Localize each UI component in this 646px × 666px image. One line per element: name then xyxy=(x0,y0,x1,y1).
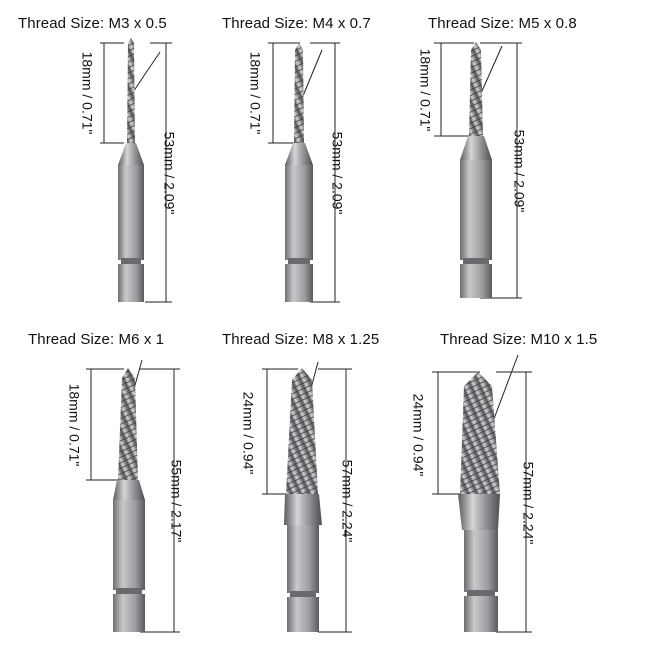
drill-bit-m10 xyxy=(432,354,532,633)
total-length-label: 53mm / 2.09" xyxy=(329,131,346,215)
thread-size-title: Thread Size: M5 x 0.8 xyxy=(428,15,577,32)
flute-length-label: 18mm / 0.71" xyxy=(417,48,434,132)
thread-size-title: Thread Size: M4 x 0.7 xyxy=(222,15,371,32)
thread-size-title: Thread Size: M3 x 0.5 xyxy=(18,15,167,32)
total-length-label: 53mm / 2.09" xyxy=(511,129,528,213)
total-length-label: 55mm / 2.17" xyxy=(168,459,185,543)
flute-length-label: 18mm / 0.71" xyxy=(79,51,96,135)
drill-bit-m6 xyxy=(86,359,180,633)
flute-length-label: 18mm / 0.71" xyxy=(66,383,83,467)
thread-size-title: Thread Size: M8 x 1.25 xyxy=(222,331,380,348)
drill-bit-m5 xyxy=(434,42,522,299)
drill-bit-m4 xyxy=(268,42,340,303)
flute-length-label: 18mm / 0.71" xyxy=(247,51,264,135)
flute-length-label: 24mm / 0.94" xyxy=(240,391,257,475)
drill-bit-m3 xyxy=(100,38,172,303)
thread-size-title: Thread Size: M10 x 1.5 xyxy=(440,331,598,348)
total-length-label: 57mm / 2.24" xyxy=(339,459,356,543)
flute-length-label: 24mm / 0.94" xyxy=(410,393,427,477)
drill-bit-m8 xyxy=(262,361,352,633)
total-length-label: 53mm / 2.09" xyxy=(161,131,178,215)
thread-size-title: Thread Size: M6 x 1 xyxy=(28,331,165,348)
total-length-label: 57mm / 2.24" xyxy=(520,461,537,545)
